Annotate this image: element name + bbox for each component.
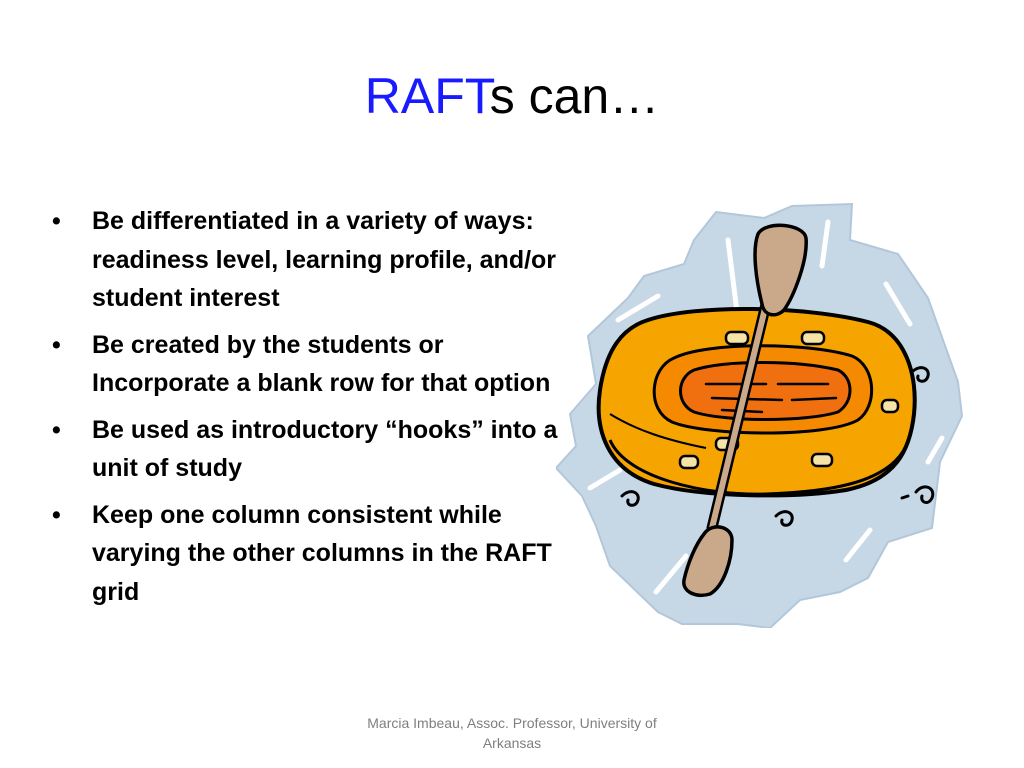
- bullet-item: • Be used as introductory “hooks” into a…: [52, 411, 562, 488]
- bullet-item: • Be created by the students or Incorpor…: [52, 326, 562, 403]
- title-accent: RAFT: [364, 68, 490, 124]
- bullet-dot-icon: •: [52, 415, 61, 444]
- raft-body: [596, 306, 917, 498]
- bullet-item: • Keep one column consistent while varyi…: [52, 496, 562, 612]
- slide-footer: Marcia Imbeau, Assoc. Professor, Univers…: [367, 715, 657, 751]
- paddle: [682, 223, 808, 597]
- bullet-text: Be created by the students or Incorporat…: [92, 330, 551, 398]
- water-curls: [620, 366, 935, 527]
- bullet-dot-icon: •: [52, 207, 61, 235]
- title-rest: s can…: [489, 68, 660, 124]
- bullet-text: Be differentiated in a variety of ways: …: [92, 207, 557, 312]
- bullet-text: Be used as introductory “hooks” into a u…: [92, 415, 558, 483]
- water-streaks: [587, 219, 945, 595]
- slide-title: RAFTs can…: [0, 66, 1024, 126]
- bullet-dot-icon: •: [52, 330, 61, 359]
- bullet-item: • Be differentiated in a variety of ways…: [52, 202, 562, 318]
- bullet-list: • Be differentiated in a variety of ways…: [52, 202, 562, 619]
- raft-illustration: [556, 202, 964, 628]
- bullet-text: Keep one column consistent while varying…: [92, 500, 552, 606]
- bullet-dot-icon: •: [52, 500, 61, 529]
